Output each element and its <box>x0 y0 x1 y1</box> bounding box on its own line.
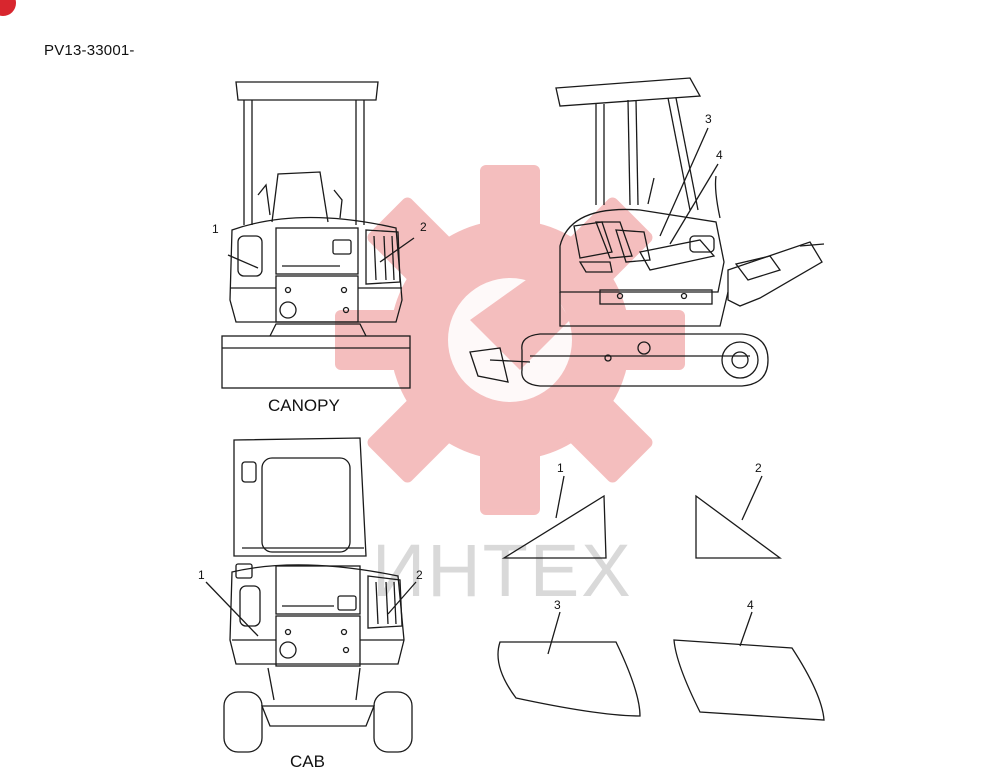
canopy-rear-view <box>221 81 415 389</box>
callout-cab-2: 2 <box>416 568 423 582</box>
corner-badge-icon <box>0 0 16 16</box>
document-code: PV13-33001- <box>44 42 135 59</box>
callout-canopy-2: 2 <box>420 220 427 234</box>
callout-side-4: 4 <box>716 148 723 162</box>
canopy-view-label: CANOPY <box>268 396 340 415</box>
decal-4-shape <box>673 611 825 721</box>
callout-cab-1: 1 <box>198 568 205 582</box>
decal-1-shape <box>501 475 607 559</box>
cab-rear-view <box>205 437 417 753</box>
callout-side-3: 3 <box>705 112 712 126</box>
callout-part-3: 3 <box>554 598 561 612</box>
decal-2-shape <box>695 475 782 559</box>
callout-part-4: 4 <box>747 598 754 612</box>
decal-3-shape <box>497 611 641 717</box>
cab-view-label: CAB <box>290 752 325 771</box>
callout-canopy-1: 1 <box>212 222 219 236</box>
side-view <box>469 77 825 387</box>
watermark-text: ИНТЕХ <box>372 529 633 612</box>
callout-part-1: 1 <box>557 461 564 475</box>
callout-part-2: 2 <box>755 461 762 475</box>
